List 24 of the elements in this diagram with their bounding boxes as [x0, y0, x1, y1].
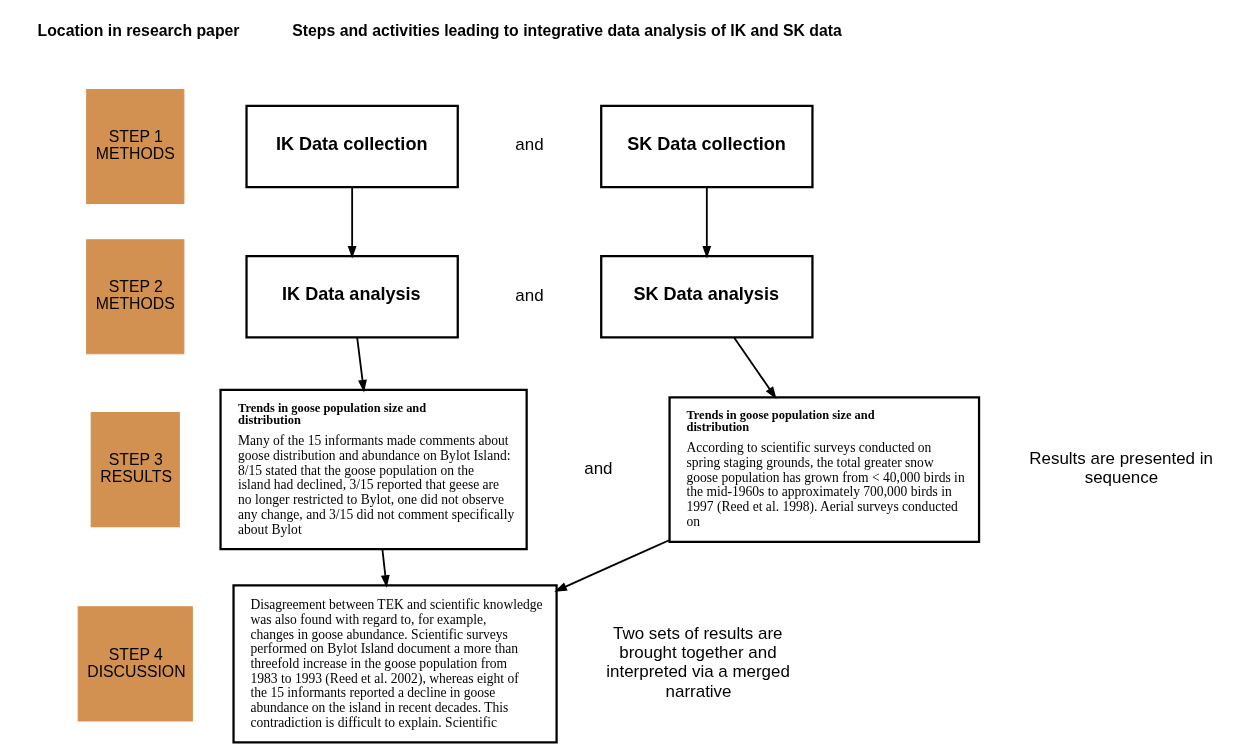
- arrow: [347, 186, 357, 259]
- node-box: SK Data collection: [599, 104, 814, 189]
- label: and: [583, 458, 613, 478]
- label: Results are presented in sequence: [1028, 448, 1213, 488]
- arrow: [732, 336, 777, 400]
- node-box: IK Data analysis: [244, 254, 459, 339]
- node-box: Disagreement between TEK and scientific knowledge was also found with regard to, for example, changes in goose abundance. Scientific surveys performed on Bylot Island document a more than threefold increase in the goose population from 1983 to 1993 (Reed et al. 2002), whereas eight of the 15 informants reported a decline in goose abundance on the island in recent decades. This contradiction is difficult to explain. Scientific: [231, 584, 558, 744]
- label: Steps and activities leading to integrative data analysis of IK and SK data: [291, 22, 842, 40]
- node-box: STEP 2 METHODS: [85, 239, 184, 355]
- arrow: [553, 539, 670, 592]
- arrow: [355, 336, 367, 393]
- label: and: [514, 135, 544, 155]
- node-box: Trends in goose population size and distribution Many of the 15 informants made comments about goose distribution and abundance on Bylot Island: 8/15 stated that the goose population on the island had declined, 3/15 reported that geese are no longer restricted to Bylot, one did not observe any change, and 3/15 did not comment specifically about Bylot: [218, 388, 528, 551]
- node-box: Trends in goose population size and distribution According to scientific surveys conducted on spring staging grounds, the total greater snow goose population has grown from < 40,000 birds in the mid-1960s to approximately 700,000 birds in 1997 (Reed et al. 1998). Aerial surveys conducted on: [667, 396, 980, 543]
- node-box: STEP 4 DISCUSSION: [77, 606, 193, 722]
- arrow: [380, 548, 390, 588]
- label: Two sets of results are brought together and interpreted via a merged narrative: [605, 624, 790, 701]
- arrow: [701, 186, 711, 259]
- node-box: IK Data collection: [244, 104, 459, 189]
- label: Location in research paper: [37, 22, 239, 40]
- label: and: [514, 285, 544, 305]
- node-box: SK Data analysis: [599, 254, 814, 339]
- node-box: STEP 3 RESULTS: [90, 411, 180, 528]
- node-box: STEP 1 METHODS: [85, 88, 184, 205]
